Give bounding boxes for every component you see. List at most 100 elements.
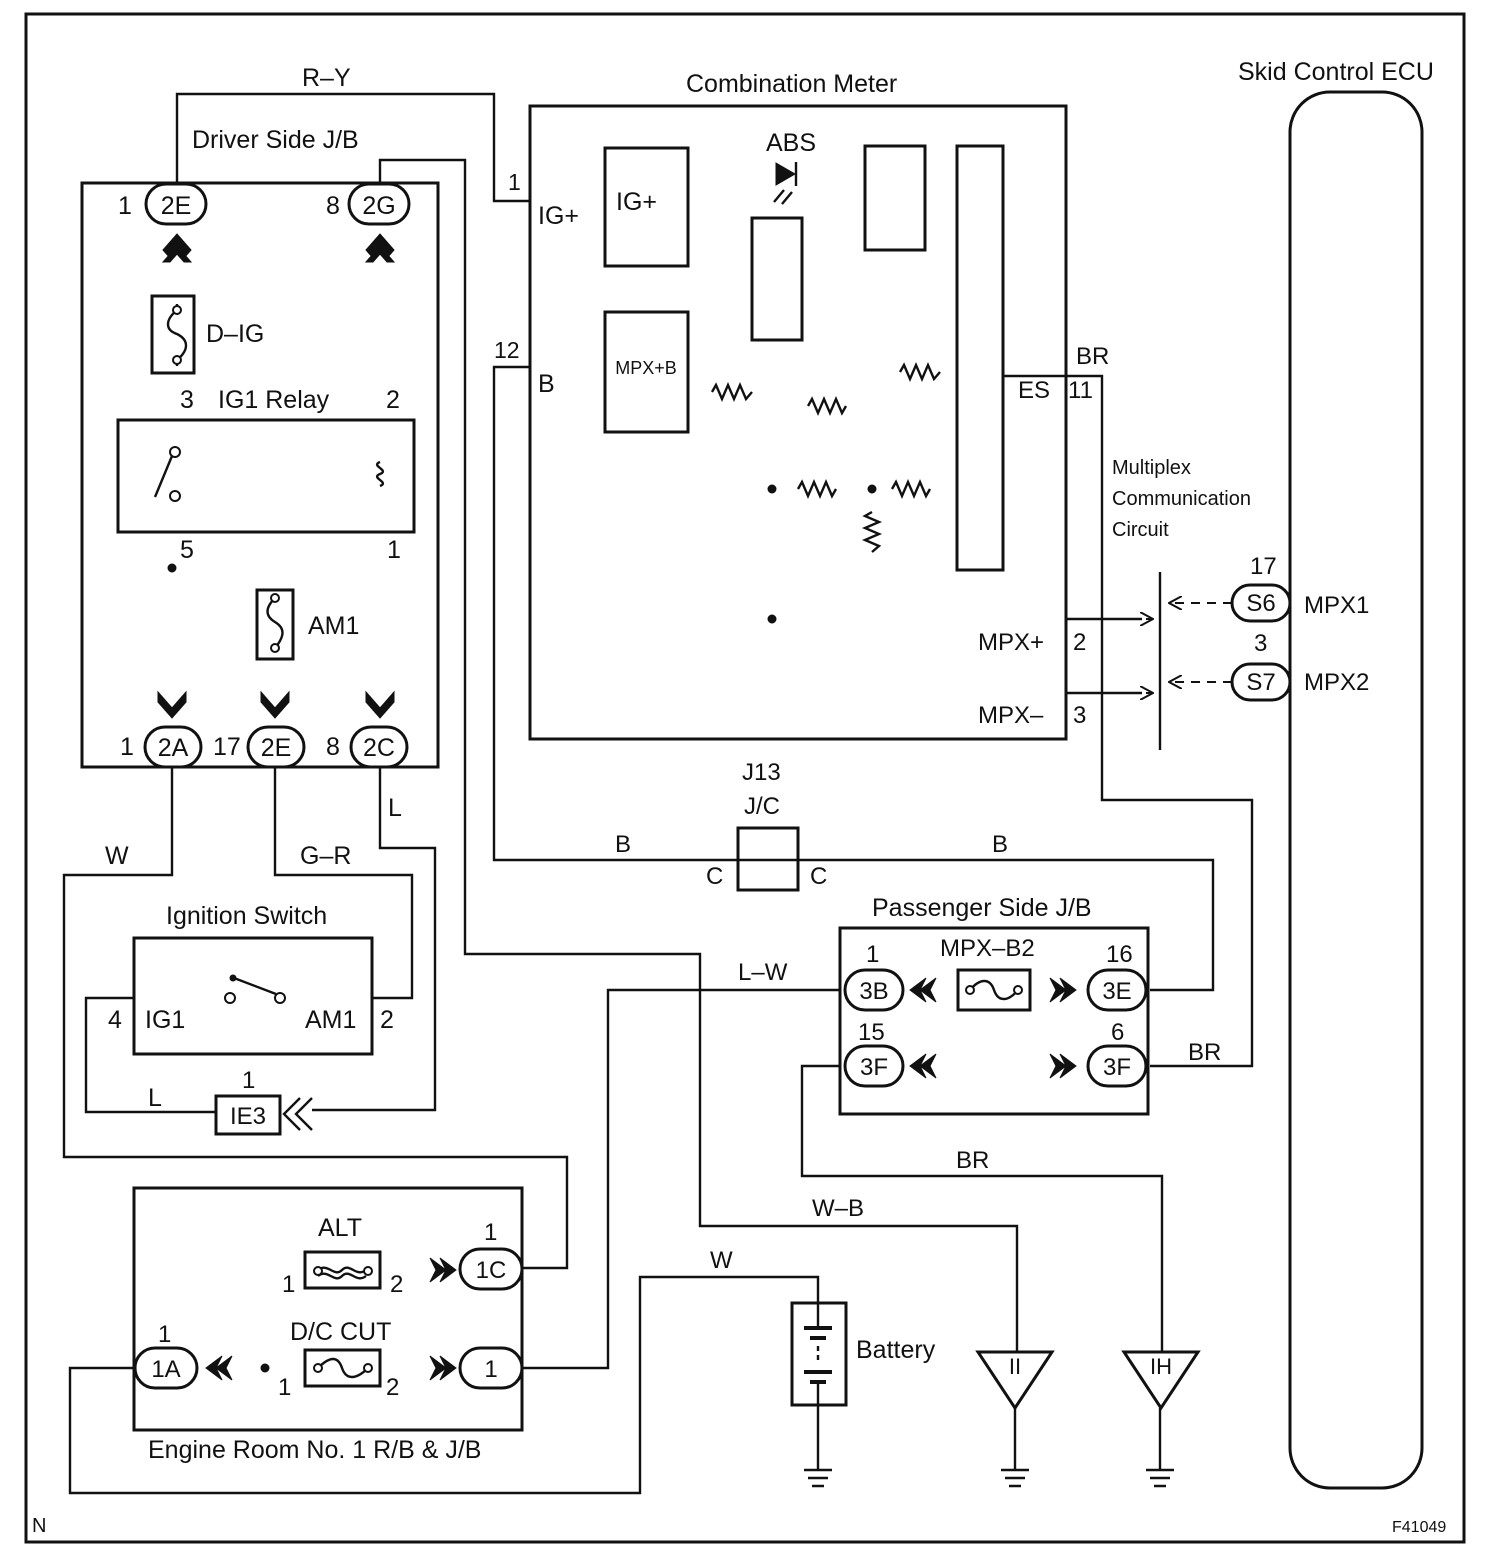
- abs-led-icon: [775, 162, 796, 186]
- wire-color-label: R–Y: [302, 64, 351, 92]
- pin-label: 15: [858, 1019, 885, 1046]
- connector-label: 2E: [261, 734, 292, 762]
- fuse-label: MPX–B2: [940, 935, 1035, 962]
- pin-label: 8: [326, 192, 340, 220]
- connector-label: 2G: [362, 192, 395, 220]
- wire-color-label: BR: [956, 1147, 989, 1174]
- terminal-label: ES: [1018, 377, 1050, 404]
- pin-label: 1: [484, 1219, 497, 1246]
- ground-label: II: [1009, 1354, 1021, 1379]
- multiplex-label-2: Communication: [1112, 488, 1251, 510]
- multiplex-label-1: Multiplex: [1112, 457, 1191, 479]
- terminal-label: IG+: [538, 202, 579, 230]
- terminal-label: MPX1: [1304, 592, 1369, 619]
- pin-label: 5: [180, 536, 194, 564]
- connector-label: 3B: [859, 978, 888, 1005]
- skid-ecu-title: Skid Control ECU: [1238, 58, 1434, 86]
- connector-label: 1A: [151, 1356, 180, 1383]
- passenger-side-jb: Passenger Side J/B 1 3B MPX–B2 16 3E 15 …: [838, 894, 1150, 1116]
- pin-label: 17: [1250, 553, 1277, 580]
- ground-point-ih: [1121, 1350, 1201, 1411]
- combo-meter-title: Combination Meter: [686, 70, 897, 98]
- passenger-jb-title: Passenger Side J/B: [872, 894, 1092, 922]
- connector-label: 1: [484, 1356, 497, 1383]
- terminal-label: AM1: [305, 1006, 356, 1034]
- multiplex-label-3: Circuit: [1112, 519, 1169, 541]
- fuse-am1: [255, 588, 295, 661]
- figure-code: F41049: [1392, 1519, 1446, 1536]
- battery-label: Battery: [856, 1336, 936, 1364]
- diagram-frame: [24, 12, 1466, 1544]
- pin-label: 17: [213, 733, 241, 761]
- driver-side-jb: Driver Side J/B 1 2E 8 2G D–IG IG1 Relay…: [80, 126, 440, 769]
- wire-color-label: W–B: [812, 1195, 864, 1222]
- pin-label: 1: [387, 536, 401, 564]
- engine-room-title: Engine Room No. 1 R/B & J/B: [148, 1436, 481, 1464]
- terminal-label: IG1: [145, 1006, 185, 1034]
- pin-label: 1: [508, 169, 521, 195]
- mpxb-block: [603, 310, 690, 434]
- block-label: MPX+B: [615, 358, 677, 378]
- pin-label: 2: [1073, 629, 1086, 656]
- pin-label: 3: [1254, 630, 1267, 657]
- logic-block-c: [955, 144, 1005, 572]
- ignition-title: Ignition Switch: [166, 902, 327, 930]
- junction-connector: J13 J/C C C: [706, 759, 827, 892]
- pin-label: C: [810, 863, 827, 890]
- driver-jb-title: Driver Side J/B: [192, 126, 359, 154]
- fuse-label: AM1: [308, 612, 359, 640]
- pin-label: 6: [1111, 1019, 1124, 1046]
- fuse-alt: [303, 1250, 382, 1290]
- fuse-dc-cut: [303, 1348, 382, 1388]
- wire-color-label: L–W: [738, 959, 788, 986]
- wire-color-label: W: [105, 842, 129, 870]
- pin-label: 3: [1073, 702, 1086, 729]
- pin-label: 2: [390, 1271, 403, 1298]
- ground-symbols: II IH: [804, 1350, 1201, 1488]
- pin-label: 8: [326, 733, 340, 761]
- combination-meter: Combination Meter 1 IG+ IG+ ABS 12 B MPX…: [494, 70, 1093, 741]
- wire-color-label: L: [148, 1084, 162, 1112]
- pin-label: 2: [380, 1006, 394, 1034]
- jc-code: J13: [742, 759, 781, 786]
- ignition-switch: Ignition Switch 4 IG1 AM1 2 1 IE3: [108, 902, 394, 1136]
- pin-label: 1: [242, 1067, 255, 1094]
- wire-color-label: B: [615, 831, 631, 858]
- pin-label: C: [706, 863, 723, 890]
- wire-color-label: BR: [1076, 343, 1109, 370]
- connector-label: IE3: [230, 1103, 266, 1130]
- connector-label: S7: [1246, 669, 1275, 696]
- terminal-label: B: [538, 370, 555, 398]
- pin-label: 1: [282, 1271, 295, 1298]
- pin-label: 12: [494, 337, 520, 363]
- wire-color-label: G–R: [300, 842, 351, 870]
- pin-label: 1: [158, 1321, 171, 1348]
- connector-label: 3F: [1103, 1054, 1131, 1081]
- ie3-connector: [214, 1094, 282, 1136]
- connector-label: 2C: [363, 734, 395, 762]
- connector-label: 3F: [860, 1054, 888, 1081]
- relay-box: [116, 418, 416, 534]
- pin-label: 1: [118, 192, 132, 220]
- connector-label: 2E: [161, 192, 192, 220]
- multiplex-circuit: Multiplex Communication Circuit: [1066, 457, 1251, 750]
- terminal-label: MPX+: [978, 629, 1044, 656]
- logic-block-a: [750, 216, 804, 342]
- wire-color-label: BR: [1188, 1039, 1221, 1066]
- abs-label: ABS: [766, 129, 816, 157]
- wire-labels: R–Y BR W G–R L B B L–W BR L BR W–B W: [105, 64, 1221, 1274]
- connector-label: 2A: [158, 734, 189, 762]
- fuse-label: D/C CUT: [290, 1318, 391, 1346]
- pin-label: 1: [120, 733, 134, 761]
- fuse-label: D–IG: [206, 320, 264, 348]
- pin-label: 11: [1068, 377, 1093, 404]
- pin-label: 3: [180, 386, 194, 414]
- connector-label: S6: [1246, 590, 1275, 617]
- fuse-mpx-b2: [956, 968, 1032, 1012]
- igplus-block: [603, 146, 690, 268]
- wire-color-label: W: [710, 1247, 733, 1274]
- jc-label: J/C: [744, 793, 780, 820]
- terminal-label: MPX2: [1304, 669, 1369, 696]
- wire-color-label: B: [992, 831, 1008, 858]
